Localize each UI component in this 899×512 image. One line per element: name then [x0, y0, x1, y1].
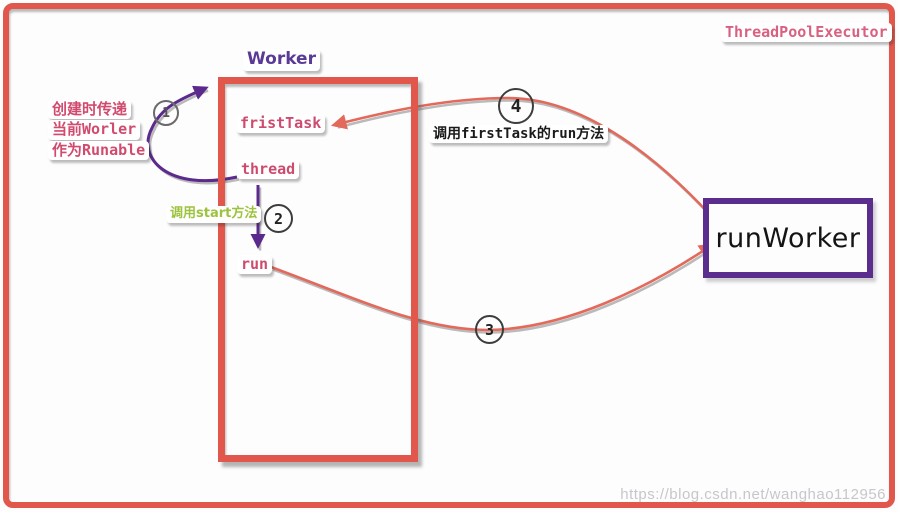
start-method-note: 调用start方法: [166, 206, 262, 223]
arrow-create-worker: [146, 85, 238, 183]
runworker-box: runWorker: [703, 198, 873, 278]
step-circle-1: 1: [153, 100, 179, 126]
watermark-url: https://blog.csdn.net/wanghao112956: [620, 486, 886, 503]
worker-box: [218, 77, 418, 462]
create-note-line-1: 创建时传递: [48, 100, 132, 120]
threadpool-executor-title: ThreadPoolExecutor: [721, 23, 892, 43]
step-circle-3: 3: [475, 315, 504, 344]
field-thread: thread: [237, 160, 300, 180]
field-frist-task: fristTask: [236, 114, 326, 134]
step-circle-2: 2: [264, 204, 293, 233]
step-circle-4: 4: [498, 88, 534, 124]
worker-box-title: Worker: [243, 49, 320, 71]
create-note: 创建时传递 当前Worler 作为Runable: [48, 100, 150, 160]
create-note-line-2: 当前Worler: [48, 120, 141, 140]
firsttask-run-note: 调用firstTask的run方法: [429, 125, 609, 144]
create-note-line-3: 作为Runable: [48, 140, 150, 160]
field-run: run: [237, 255, 273, 275]
runworker-label: runWorker: [715, 222, 861, 254]
